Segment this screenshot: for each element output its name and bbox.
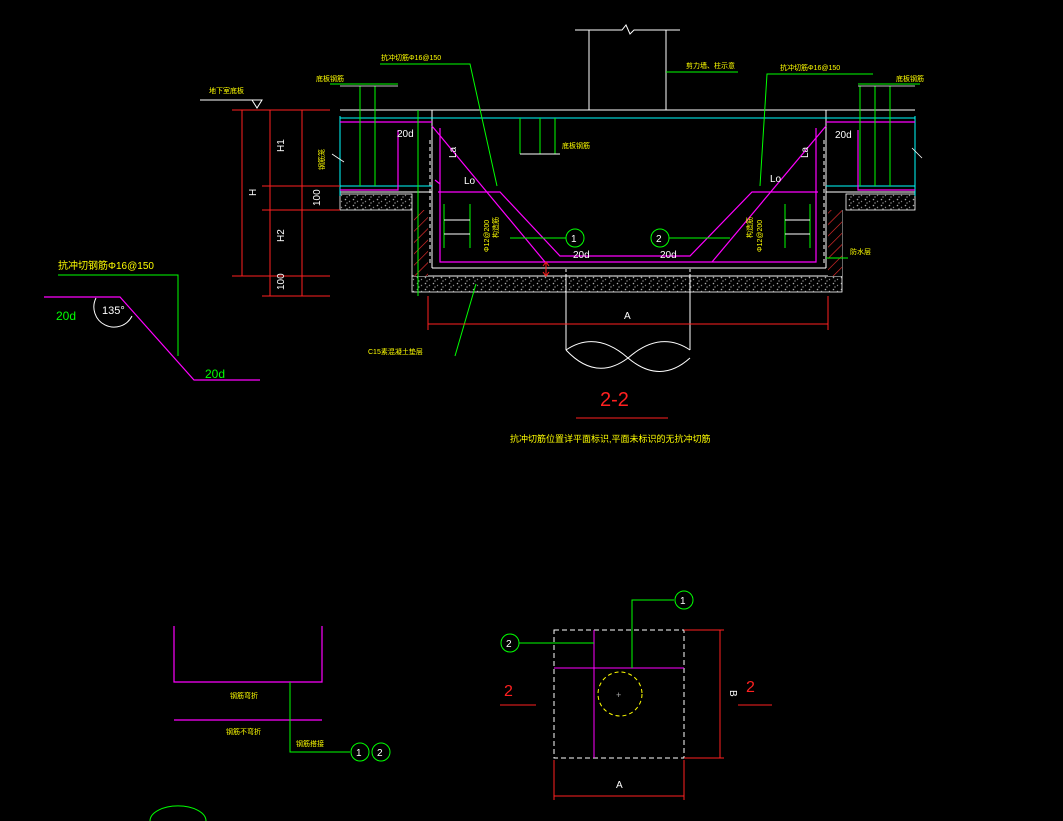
label-basement-floor: 地下室底板 <box>209 86 244 95</box>
label-lo-left: Lo <box>464 176 476 187</box>
joint-label-top: 钢筋弯折 <box>230 691 258 700</box>
dim-a: A <box>624 311 631 322</box>
plan-bubble-2: 2 <box>506 639 512 650</box>
dim-100b: 100 <box>276 273 287 290</box>
label-side-rebar: 钢筋笼 <box>317 149 326 170</box>
plan-view: + 1 2 2 2 A B <box>500 590 772 800</box>
cushion-right <box>845 193 916 211</box>
plan-dim-b: B <box>727 690 738 697</box>
dim-h1: H1 <box>276 139 287 152</box>
dim-h2: H2 <box>276 229 287 242</box>
bubble-2-section: 2 <box>650 228 730 248</box>
dim-h: H <box>248 189 259 196</box>
joint-bubble-2: 2 <box>377 748 383 759</box>
plan-bubble-1: 1 <box>680 596 686 607</box>
label-top-rebar-left: 底板钢筋 <box>316 74 344 83</box>
label-20d-a: 20d <box>397 129 414 140</box>
label-20d-b: 20d <box>835 130 852 141</box>
joint-label-bottom: 钢筋不弯折 <box>226 727 261 736</box>
joint-detail: 钢筋弯折 钢筋不弯折 钢筋搭接 1 2 <box>173 626 391 762</box>
joint-label-rebar: 钢筋搭接 <box>296 739 324 748</box>
slab-vertical-bars <box>359 86 891 248</box>
column-outline <box>575 24 680 110</box>
label-la-right: La <box>800 146 811 158</box>
bubble-2-text: 2 <box>656 234 662 245</box>
gap-dimension <box>542 261 550 277</box>
label-pit-rebar: 底板钢筋 <box>562 141 590 150</box>
dim-100a: 100 <box>312 189 323 206</box>
label-cushion: C15素混凝土垫层 <box>368 347 423 356</box>
cushion-outline <box>411 210 843 277</box>
plan-dim-a: A <box>616 780 623 791</box>
label-waterproof: 防水层 <box>850 247 871 256</box>
section-2-2: 剪力墙、柱示意 <box>200 24 924 444</box>
dimension-left <box>232 109 340 297</box>
section-title: 2-2 <box>600 389 629 411</box>
plan-cut-left: 2 <box>504 683 513 700</box>
label-stirrup-left-name: 构造筋 <box>491 217 500 238</box>
slab-horizontal-ticks <box>331 85 923 163</box>
label-top-rebar-right: 底板钢筋 <box>896 74 924 83</box>
pile <box>565 267 691 372</box>
label-punch-right: 抗冲切筋Φ16@150 <box>780 63 840 72</box>
detail-20d-bottom: 20d <box>205 367 225 381</box>
svg-text:+: + <box>616 690 621 700</box>
column-label: 剪力墙、柱示意 <box>686 61 735 70</box>
hook-detail: 抗冲切钢筋Φ16@150 20d 20d 135° <box>44 259 260 381</box>
partial-bubble-bottom <box>149 805 207 821</box>
detail-title: 抗冲切钢筋Φ16@150 <box>58 259 154 272</box>
top-rebars <box>339 116 916 196</box>
label-lo-right: Lo <box>770 174 782 185</box>
waterproof-left <box>414 210 428 276</box>
joint-bubble-1: 1 <box>356 748 362 759</box>
leaders <box>330 63 920 357</box>
bubble-1-section: 1 <box>510 228 585 248</box>
label-la-left: La <box>448 146 459 158</box>
floor-level-mark <box>200 99 263 109</box>
waterproof-right <box>828 210 842 276</box>
label-stirrup-right-name: 构造筋 <box>745 217 754 238</box>
label-20d-d: 20d <box>660 250 677 261</box>
label-20d-c: 20d <box>573 250 590 261</box>
dim-a-line <box>427 296 829 330</box>
bubble-1-text: 1 <box>571 234 577 245</box>
section-note: 抗冲切筋位置详平面标识,平面未标识的无抗冲切筋 <box>510 433 711 444</box>
detail-20d-top: 20d <box>56 309 76 323</box>
cushion-bottom <box>411 275 843 293</box>
main-rebar <box>340 121 915 263</box>
label-stirrup-right: Φ12@200 <box>757 220 764 252</box>
detail-angle: 135° <box>102 305 125 317</box>
rebar-ties <box>444 153 810 235</box>
cushion-left <box>339 193 413 211</box>
label-stirrup-left: Φ12@200 <box>484 220 491 252</box>
plan-cut-right: 2 <box>746 679 755 696</box>
label-punch-left: 抗冲切筋Φ16@150 <box>381 53 441 62</box>
